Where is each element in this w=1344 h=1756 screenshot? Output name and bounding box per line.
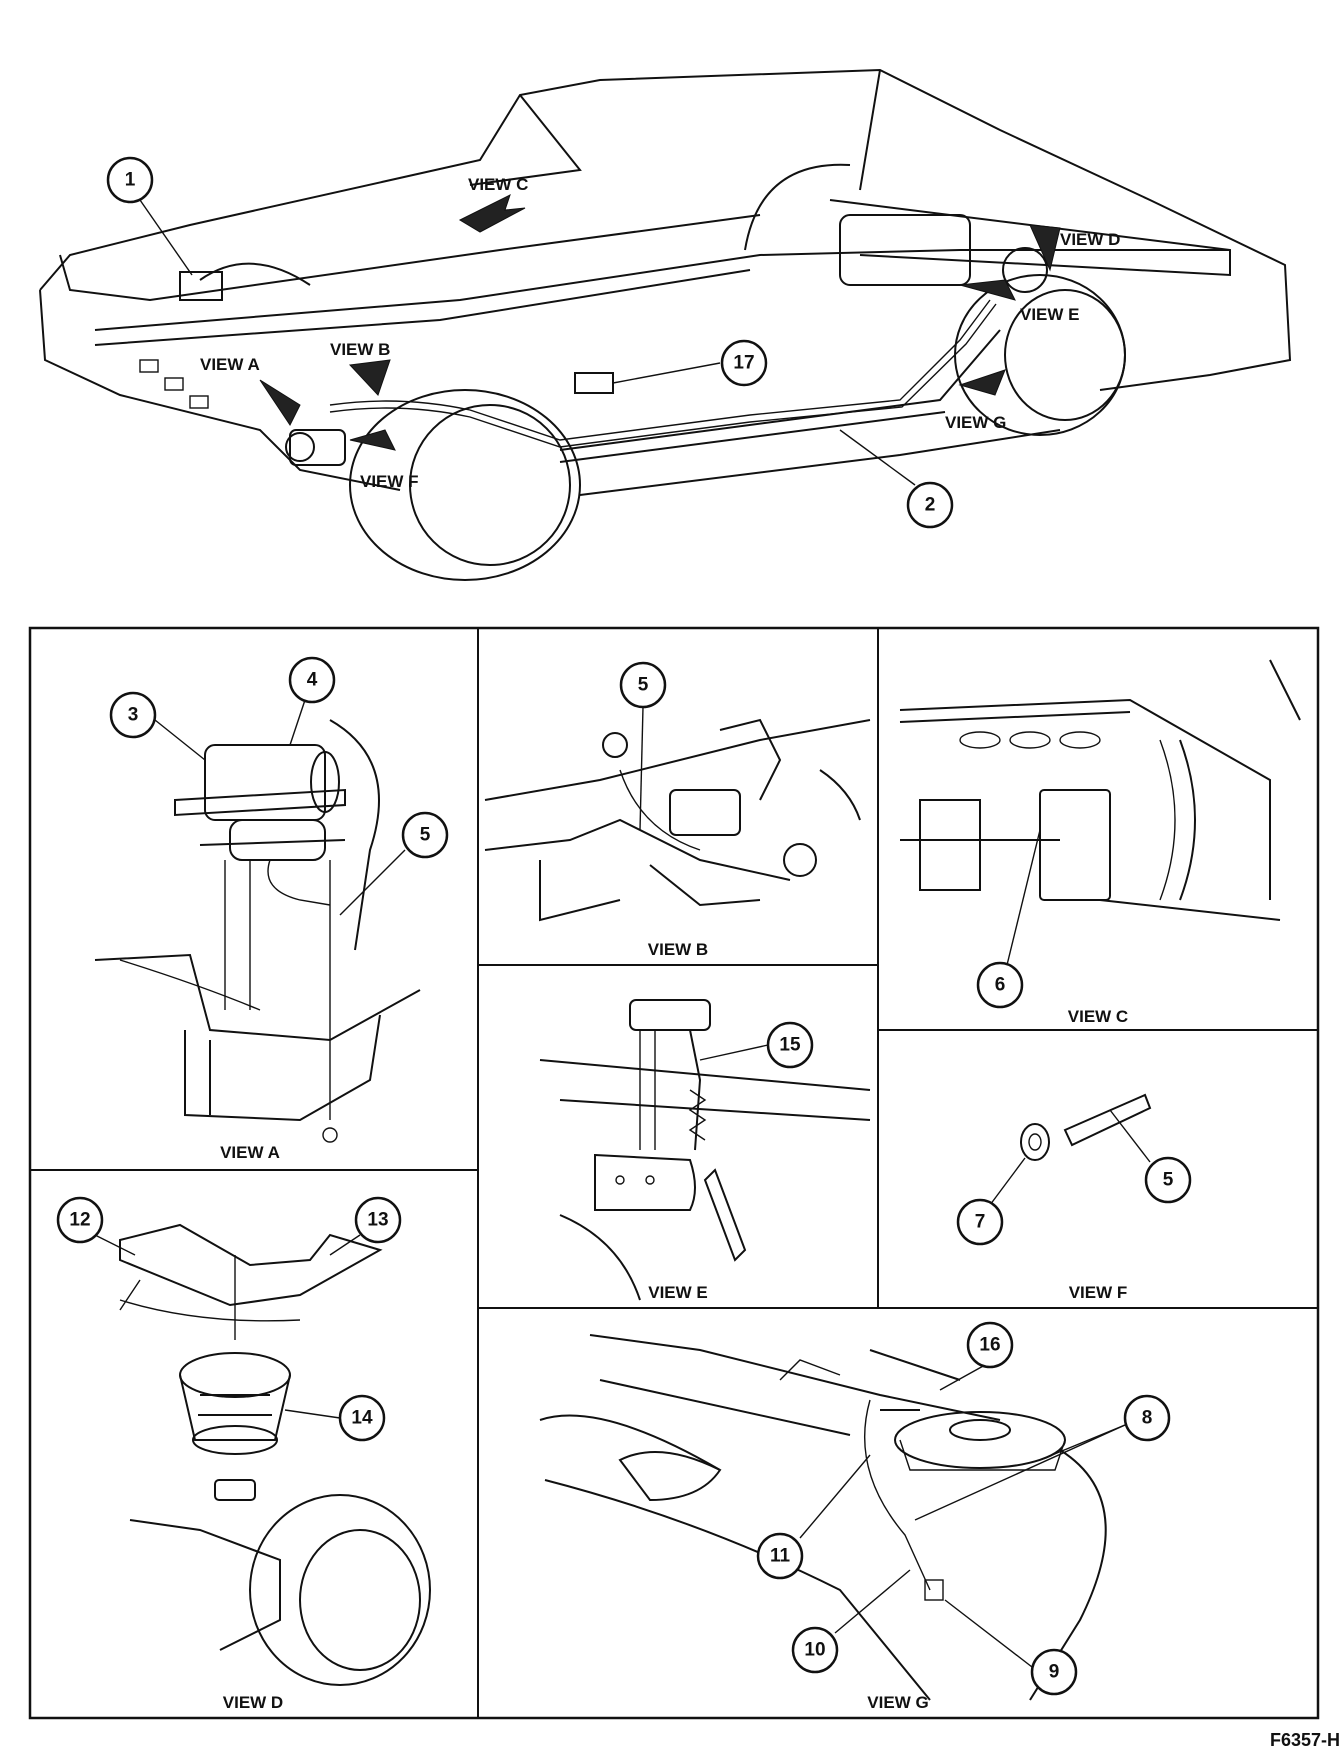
callout-6: 6 <box>976 829 1041 1009</box>
svg-text:15: 15 <box>779 1035 801 1056</box>
caption-view-a: VIEW A <box>220 1143 280 1162</box>
panel-view-d <box>119 1223 431 1686</box>
caption-view-d: VIEW D <box>223 1693 283 1712</box>
callout-10: 10 <box>791 1569 911 1674</box>
panel-view-b <box>484 718 871 922</box>
svg-text:6: 6 <box>995 975 1006 996</box>
view-b-arrow <box>348 359 391 396</box>
callout-1: 1 <box>106 156 193 276</box>
panel-grid <box>28 626 1320 1720</box>
callout-14: 14 <box>284 1394 386 1442</box>
panel-view-c <box>899 659 1301 921</box>
svg-text:2: 2 <box>925 495 936 516</box>
svg-text:4: 4 <box>307 670 318 691</box>
callout-17: 17 <box>612 339 768 387</box>
car-overview <box>39 68 1292 581</box>
svg-text:14: 14 <box>351 1408 373 1429</box>
callout-5a: 5 <box>339 811 449 916</box>
view-g-arrow <box>958 369 1006 396</box>
figure-id: F6357-H <box>1270 1730 1340 1750</box>
view-c-label: VIEW C <box>468 175 528 194</box>
svg-text:10: 10 <box>804 1640 825 1661</box>
view-b-label: VIEW B <box>330 340 390 359</box>
callout-3: 3 <box>109 691 206 761</box>
callout-7: 7 <box>956 1157 1026 1246</box>
svg-text:5: 5 <box>638 675 649 696</box>
callout-5f: 5 <box>1109 1109 1192 1204</box>
callout-5b: 5 <box>619 661 667 831</box>
view-c-arrow <box>458 194 526 233</box>
caption-view-f: VIEW F <box>1069 1283 1128 1302</box>
view-e-label: VIEW E <box>1020 305 1080 324</box>
caption-view-b: VIEW B <box>648 940 708 959</box>
view-e-arrow <box>959 279 1016 301</box>
svg-text:16: 16 <box>979 1335 1000 1356</box>
view-arrows <box>259 194 1061 451</box>
view-f-arrow <box>349 429 396 451</box>
view-d-arrow <box>1029 224 1061 272</box>
callout-15: 15 <box>699 1021 814 1069</box>
panel-view-a <box>94 719 421 1143</box>
svg-text:17: 17 <box>733 353 754 374</box>
callout-16: 16 <box>939 1321 1014 1391</box>
panel-view-e <box>539 999 871 1301</box>
callout-11: 11 <box>756 1454 871 1580</box>
callout-13: 13 <box>329 1196 402 1256</box>
view-d-label: VIEW D <box>1060 230 1120 249</box>
svg-text:12: 12 <box>69 1210 90 1231</box>
callout-2: 2 <box>839 429 954 529</box>
svg-text:9: 9 <box>1049 1662 1060 1683</box>
caption-view-c: VIEW C <box>1068 1007 1128 1026</box>
view-a-label: VIEW A <box>200 355 260 374</box>
svg-text:13: 13 <box>367 1210 388 1231</box>
svg-text:11: 11 <box>770 1546 791 1567</box>
view-g-label: VIEW G <box>945 413 1006 432</box>
caption-view-e: VIEW E <box>648 1283 708 1302</box>
callout-12: 12 <box>56 1196 136 1256</box>
panel-view-g <box>539 1334 1107 1701</box>
caption-view-g: VIEW G <box>867 1693 928 1712</box>
svg-text:8: 8 <box>1142 1408 1153 1429</box>
callout-4: 4 <box>288 656 336 746</box>
svg-text:1: 1 <box>125 170 136 191</box>
svg-text:5: 5 <box>420 825 431 846</box>
svg-text:3: 3 <box>128 705 139 726</box>
callout-9: 9 <box>944 1599 1078 1696</box>
svg-text:5: 5 <box>1163 1170 1174 1191</box>
view-a-arrow <box>259 379 301 426</box>
callout-8: 8 <box>914 1394 1171 1521</box>
svg-text:7: 7 <box>975 1212 986 1233</box>
view-f-label: VIEW F <box>360 472 419 491</box>
panel-view-f <box>1020 1093 1152 1161</box>
